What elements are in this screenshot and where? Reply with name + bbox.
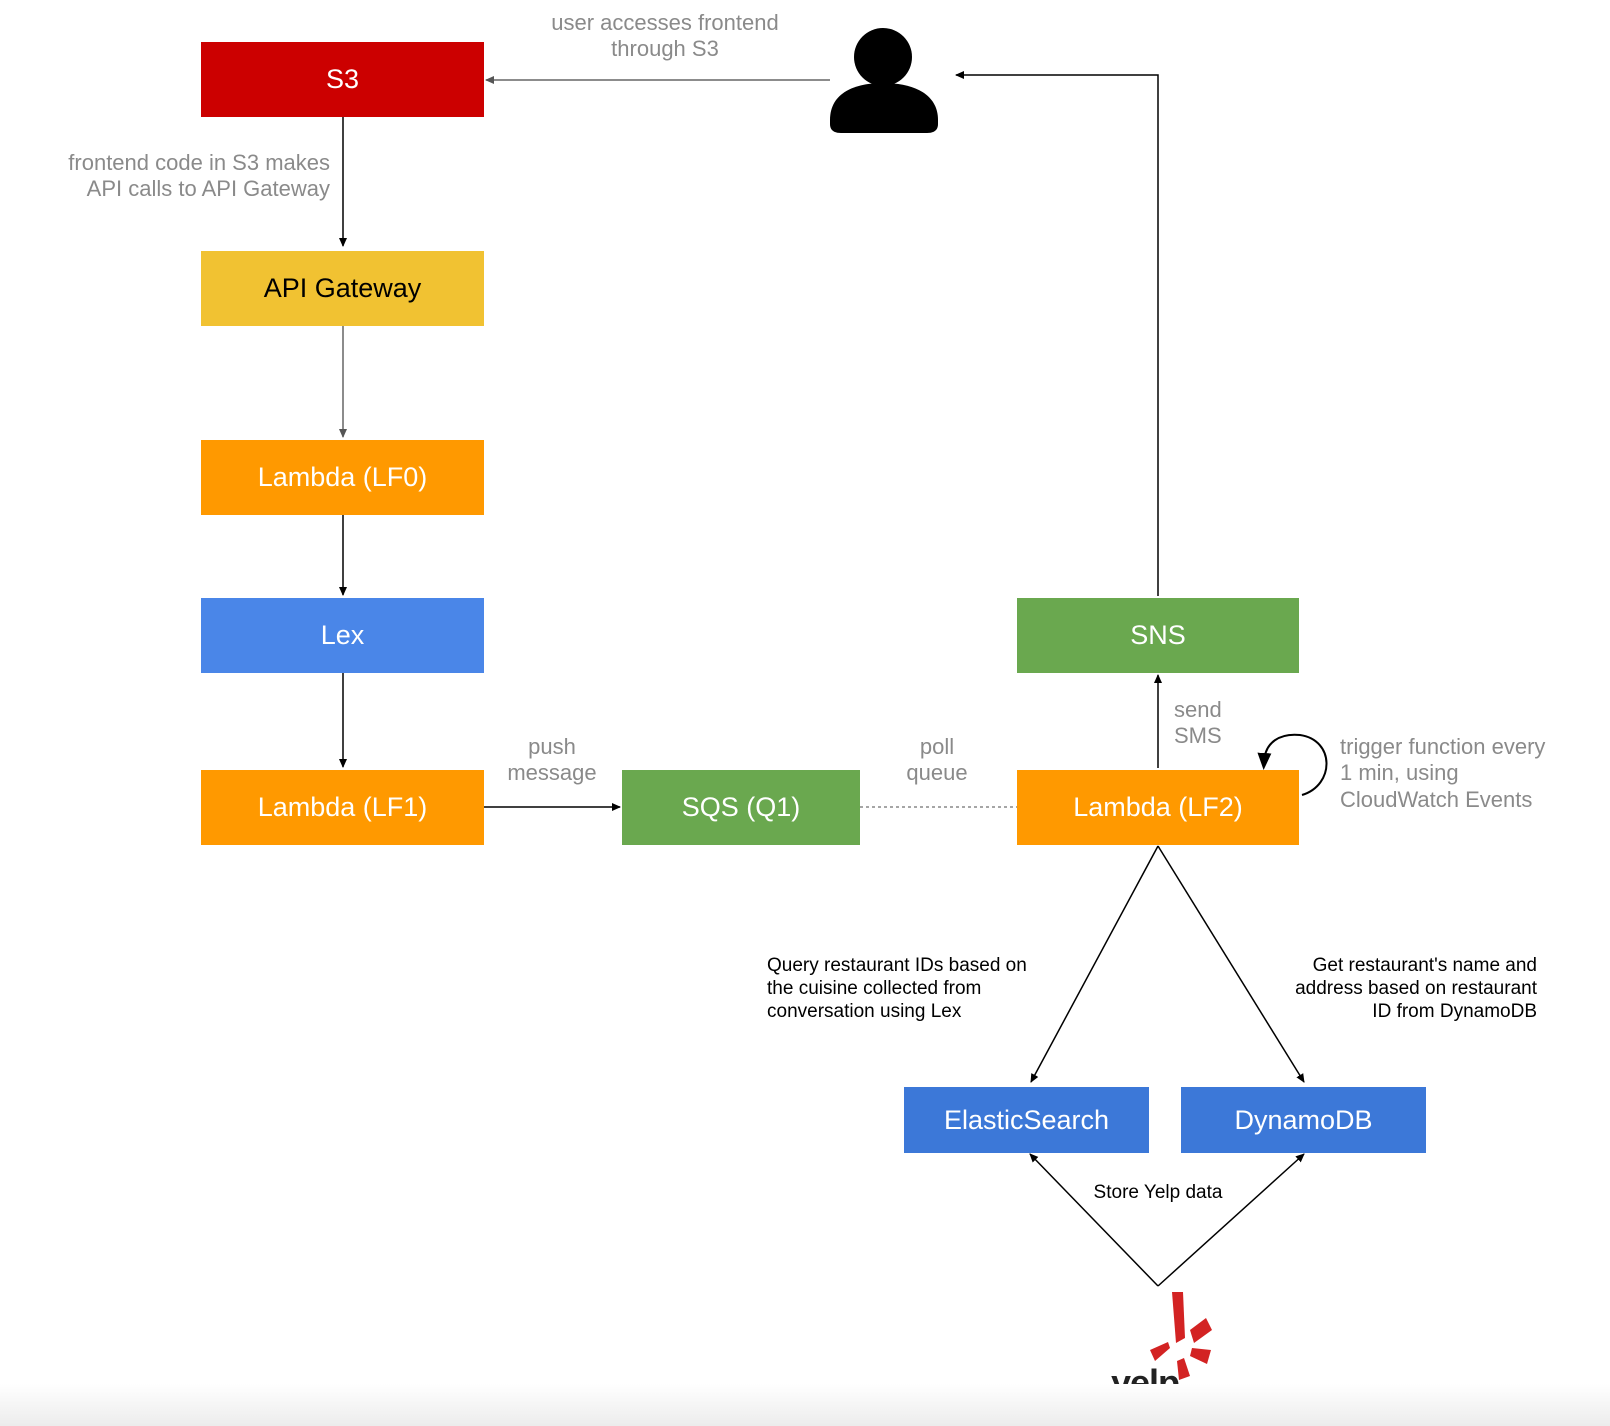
label-trigger-function: trigger function every 1 min, using Clou… (1340, 734, 1546, 812)
window-bottom-edge (0, 1384, 1610, 1426)
label-user-accesses-frontend: user accesses frontend through S3 (551, 10, 779, 62)
elasticsearch-node[interactable]: ElasticSearch (904, 1087, 1149, 1153)
edge-yelp-to-dynamodb (1157, 1153, 1305, 1287)
sqs-node[interactable]: SQS (Q1) (622, 770, 860, 845)
label-get-restaurant-name: Get restaurant's name and address based … (1295, 955, 1537, 1022)
dynamodb-node[interactable]: DynamoDB (1181, 1087, 1426, 1153)
lex-node[interactable]: Lex (201, 598, 484, 673)
sns-node[interactable]: SNS (1017, 598, 1299, 673)
edge-lf2-trigger-loop (1257, 733, 1328, 796)
label-poll-queue: poll queue (906, 734, 968, 786)
edge-lf2-to-dynamodb (1157, 845, 1305, 1083)
label-push-message: push message (507, 734, 597, 786)
edge-sns-to-user (955, 71, 1159, 596)
edge-lf2-to-elasticsearch (1030, 845, 1159, 1083)
lambda-lf1-node[interactable]: Lambda (LF1) (201, 770, 484, 845)
yelp-burst-icon (1150, 1292, 1212, 1380)
lambda-lf2-node[interactable]: Lambda (LF2) (1017, 770, 1299, 845)
label-store-yelp-data: Store Yelp data (1093, 1182, 1223, 1203)
person-icon (830, 28, 938, 133)
label-frontend-api-calls: frontend code in S3 makes API calls to A… (68, 150, 330, 202)
label-send-sms: send SMS (1174, 697, 1222, 749)
api-gateway-node[interactable]: API Gateway (201, 251, 484, 326)
s3-node[interactable]: S3 (201, 42, 484, 117)
label-query-restaurant-ids: Query restaurant IDs based on the cuisin… (767, 955, 1027, 1022)
lambda-lf0-node[interactable]: Lambda (LF0) (201, 440, 484, 515)
edge-yelp-to-elasticsearch (1029, 1153, 1159, 1287)
